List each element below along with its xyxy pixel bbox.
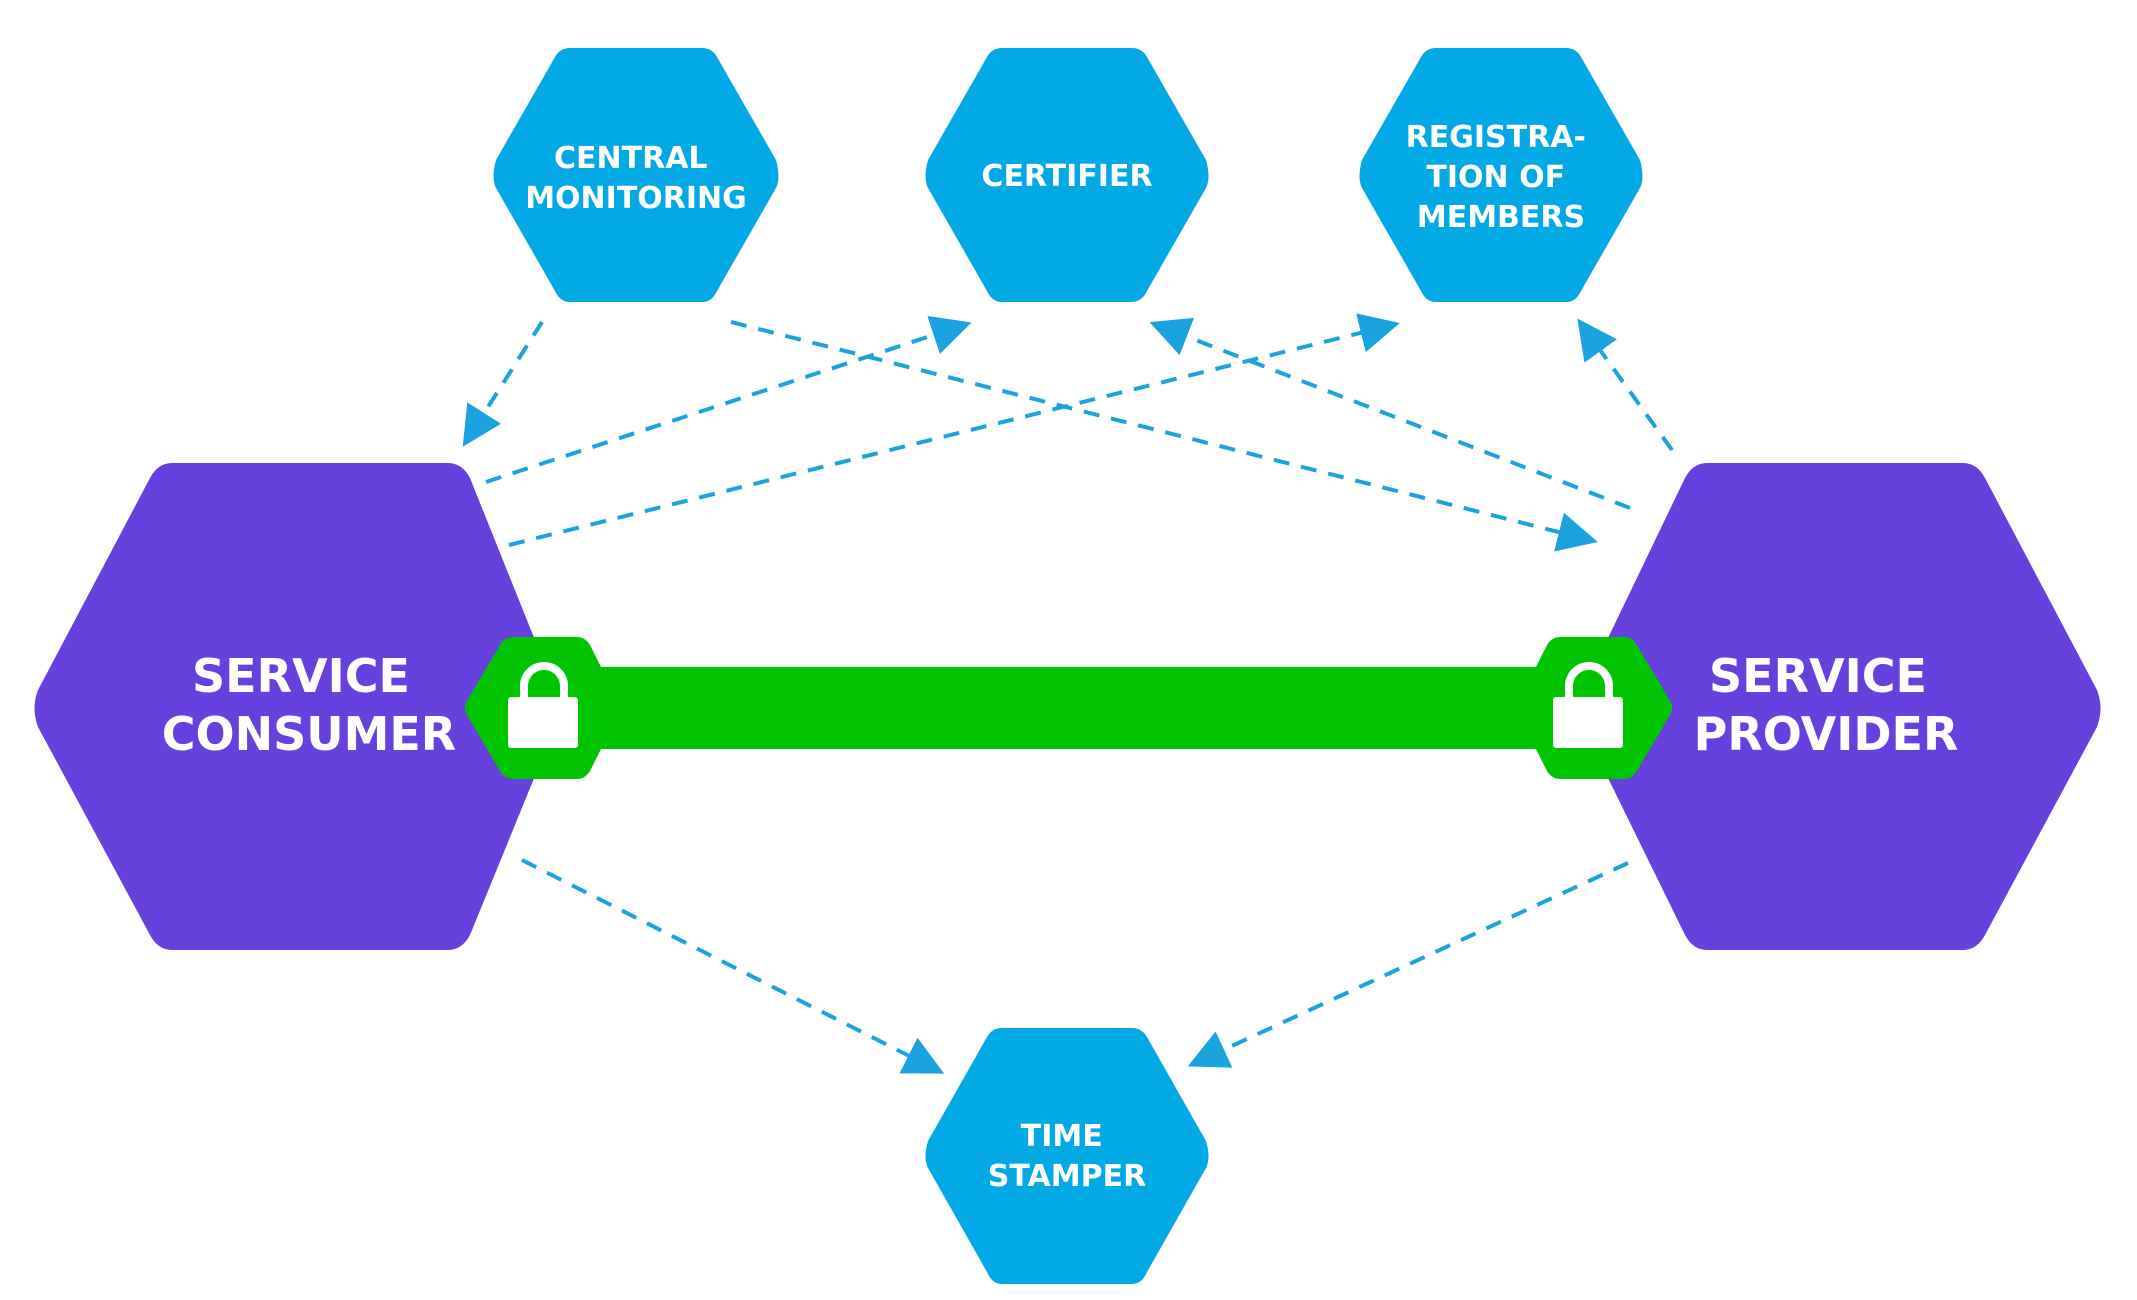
connector-provider-to-time-stamper — [1187, 861, 1629, 1068]
registration-label-line3: MEMBERS — [1417, 200, 1585, 235]
certifier-hexagon — [925, 48, 1209, 302]
connector-consumer-to-time-stamper — [521, 858, 945, 1074]
service-provider-hexagon — [1579, 463, 2101, 950]
svg-text:TIME STAMPER: TIME STAMPER — [988, 1119, 1146, 1194]
service-provider-node: SERVICE PROVIDER — [1579, 463, 2101, 950]
registration-label-line1: REGISTRA- — [1406, 120, 1586, 155]
connector-provider-to-certifier — [1149, 317, 1631, 510]
service-consumer-hexagon — [34, 463, 558, 950]
secure-channel-bar — [578, 667, 1558, 749]
right-lock-shackle — [1565, 662, 1613, 700]
left-lock-shackle — [520, 662, 568, 700]
registration-of-members-hexagon — [1359, 48, 1643, 302]
service-consumer-node: SERVICE CONSUMER — [34, 463, 558, 950]
certifier-node: CERTIFIER — [925, 48, 1209, 302]
connector-consumer-to-registration — [508, 313, 1400, 547]
time-stamper-label-line1: TIME — [1021, 1119, 1103, 1154]
central-monitoring-hexagon — [493, 48, 779, 302]
registration-label-line2: TION OF — [1426, 160, 1565, 195]
service-consumer-label-line1: SERVICE — [192, 649, 410, 703]
svg-text:SERVICE PROVIDER: SERVICE PROVIDER — [1694, 649, 1959, 761]
connector-provider-to-registration — [1577, 318, 1674, 452]
time-stamper-node: TIME STAMPER — [925, 1028, 1209, 1284]
right-lock-body — [1553, 697, 1623, 748]
lock-icon — [465, 637, 620, 779]
lock-icon — [1517, 637, 1672, 779]
svg-text:REGISTRA- TION OF: REGISTRA- TION OF MEMBERS — [1406, 120, 1597, 235]
secure-channel — [465, 637, 1672, 779]
connector-monitoring-to-provider — [730, 320, 1598, 552]
connector-monitoring-to-consumer — [462, 320, 544, 447]
connector-consumer-to-certifier — [485, 315, 972, 484]
certifier-label-line1: CERTIFIER — [981, 159, 1152, 194]
time-stamper-label-line2: STAMPER — [988, 1159, 1146, 1194]
service-consumer-label-line2: CONSUMER — [162, 707, 456, 761]
registration-of-members-node: REGISTRA- TION OF MEMBERS — [1359, 48, 1643, 302]
time-stamper-hexagon — [925, 1028, 1209, 1284]
central-monitoring-node: CENTRAL MONITORING — [493, 48, 779, 302]
central-monitoring-label-line2: MONITORING — [525, 181, 747, 216]
svg-text:SERVICE CONSUMER: SERVICE CONSUMER — [162, 649, 456, 761]
svg-text:CENTRAL MONITORING: CENTRAL MONITORING — [525, 141, 747, 216]
left-lock-body — [508, 697, 578, 748]
service-provider-label-line1: SERVICE — [1709, 649, 1927, 703]
svg-text:CERTIFIER: CERTIFIER — [981, 159, 1152, 194]
service-provider-label-line2: PROVIDER — [1694, 707, 1959, 761]
central-monitoring-label-line1: CENTRAL — [554, 141, 708, 176]
